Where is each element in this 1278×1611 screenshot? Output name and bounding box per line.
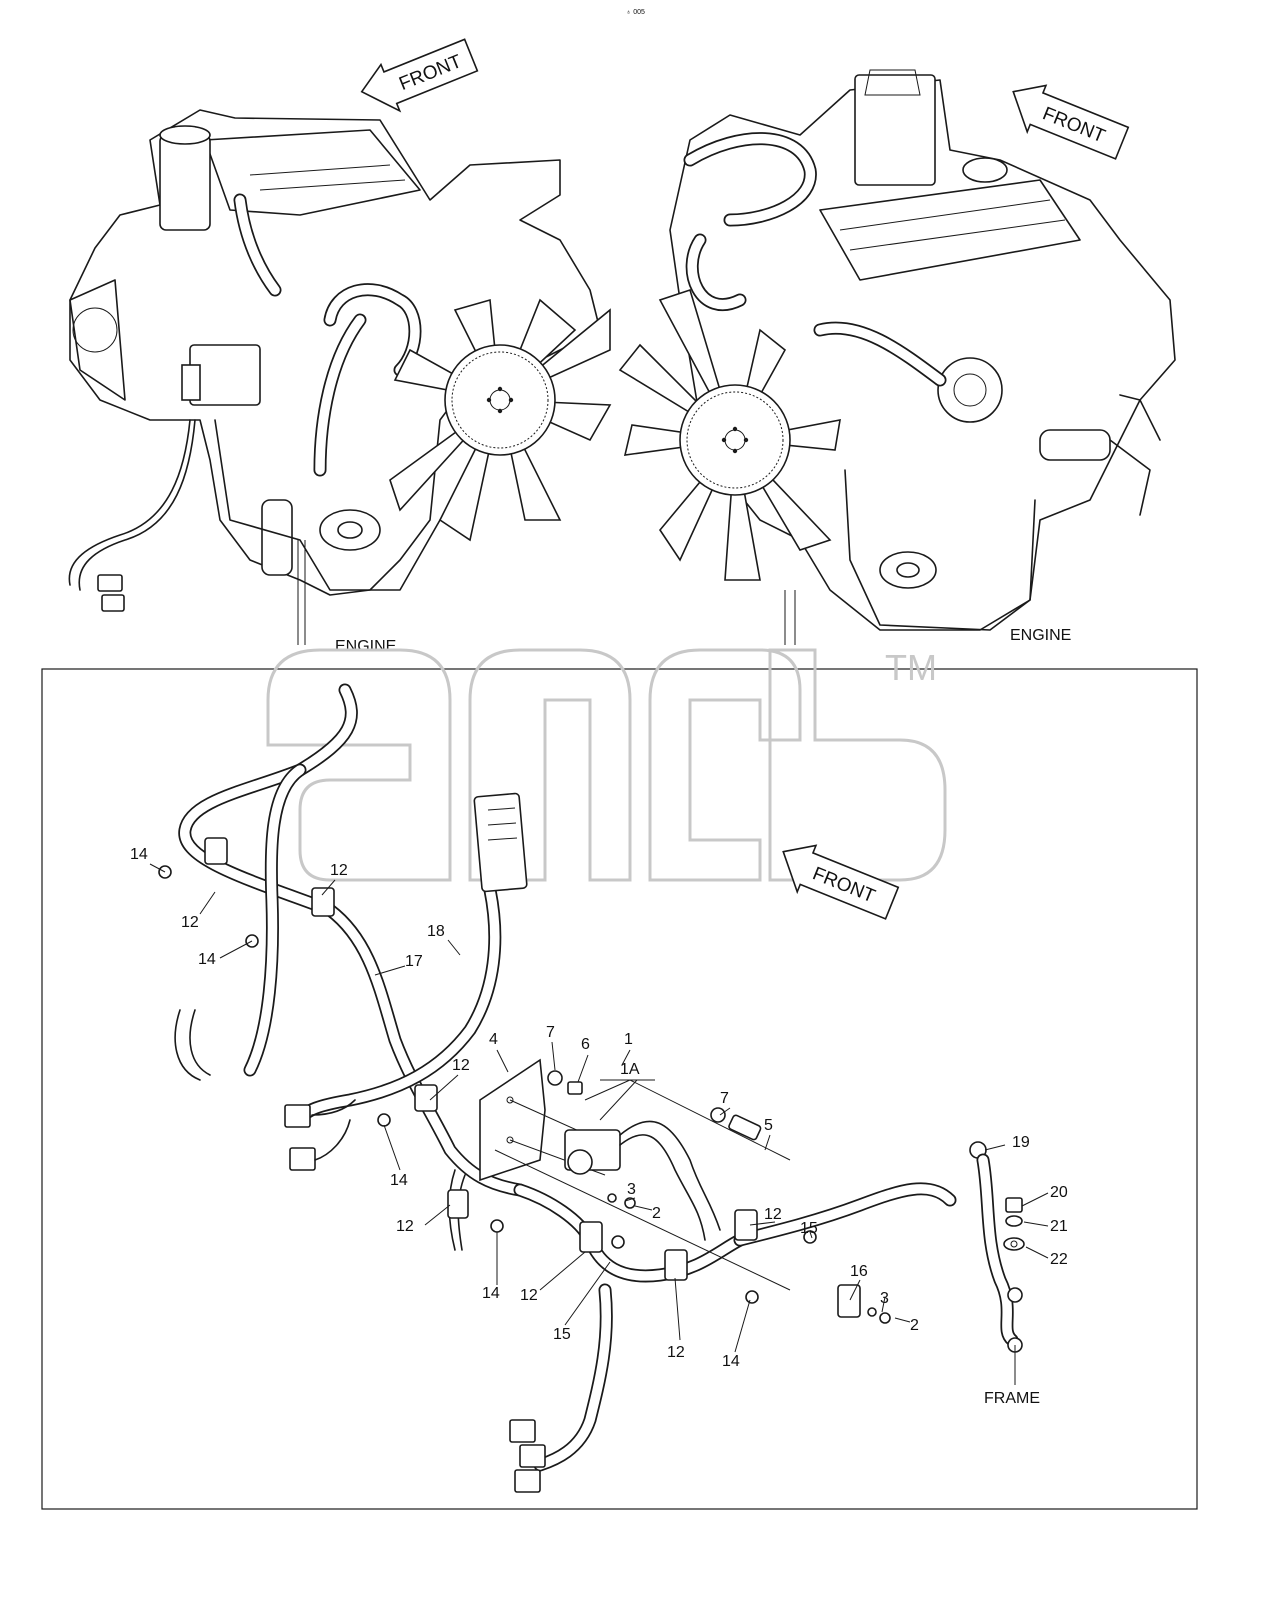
page-code: ♁ 005: [626, 9, 645, 16]
engine-label-right: ENGINE: [1010, 627, 1071, 644]
detail-frame: [41, 668, 1198, 1510]
watermark-logo: TM: [266, 647, 947, 882]
svg-text:12: 12: [520, 1287, 538, 1304]
svg-text:12: 12: [667, 1344, 685, 1361]
bolts: [158, 865, 891, 1324]
svg-text:2: 2: [652, 1205, 661, 1222]
left-fan: [389, 298, 612, 542]
svg-text:3: 3: [627, 1181, 636, 1198]
right-fan: [618, 288, 841, 581]
svg-text:22: 22: [1050, 1251, 1068, 1268]
svg-text:7: 7: [720, 1090, 729, 1107]
svg-text:14: 14: [130, 846, 148, 863]
engine-label-left: ENGINE: [335, 638, 396, 655]
svg-text:15: 15: [800, 1220, 818, 1237]
svg-text:14: 14: [482, 1285, 500, 1302]
left-engine-illustration: [68, 109, 612, 645]
leader-lines: [149, 863, 1049, 1353]
svg-text:12: 12: [764, 1206, 782, 1223]
ground-strap: [969, 1141, 1025, 1385]
svg-text:12: 12: [452, 1057, 470, 1074]
svg-text:TM: TM: [885, 647, 937, 688]
svg-text:19: 19: [1012, 1134, 1030, 1151]
svg-text:17: 17: [405, 953, 423, 970]
svg-text:1: 1: [624, 1031, 633, 1048]
svg-text:21: 21: [1050, 1218, 1068, 1235]
svg-text:18: 18: [427, 923, 445, 940]
svg-text:14: 14: [198, 951, 216, 968]
clamps: [204, 837, 861, 1318]
svg-text:2: 2: [910, 1317, 919, 1334]
svg-text:16: 16: [850, 1263, 868, 1280]
svg-text:14: 14: [722, 1353, 740, 1370]
svg-text:12: 12: [396, 1218, 414, 1235]
front-arrow-right: FRONT: [1012, 84, 1130, 160]
svg-text:12: 12: [181, 914, 199, 931]
frame-label: FRAME: [984, 1390, 1040, 1407]
front-arrow-left: FRONT: [360, 38, 479, 113]
svg-text:12: 12: [330, 862, 348, 879]
callouts: 14 12 12 14 17 18 4 7 6 1 1A 12 7 5 14 3…: [130, 846, 1068, 1370]
svg-text:1A: 1A: [620, 1061, 640, 1078]
svg-text:14: 14: [390, 1172, 408, 1189]
svg-text:6: 6: [581, 1036, 590, 1053]
svg-text:7: 7: [546, 1024, 555, 1041]
svg-text:15: 15: [553, 1326, 571, 1343]
svg-text:4: 4: [489, 1031, 498, 1048]
right-engine-illustration: [618, 69, 1176, 645]
engine-harness: [174, 683, 957, 1493]
svg-text:5: 5: [764, 1117, 773, 1134]
relay-assembly: [479, 1058, 791, 1291]
svg-text:20: 20: [1050, 1184, 1068, 1201]
